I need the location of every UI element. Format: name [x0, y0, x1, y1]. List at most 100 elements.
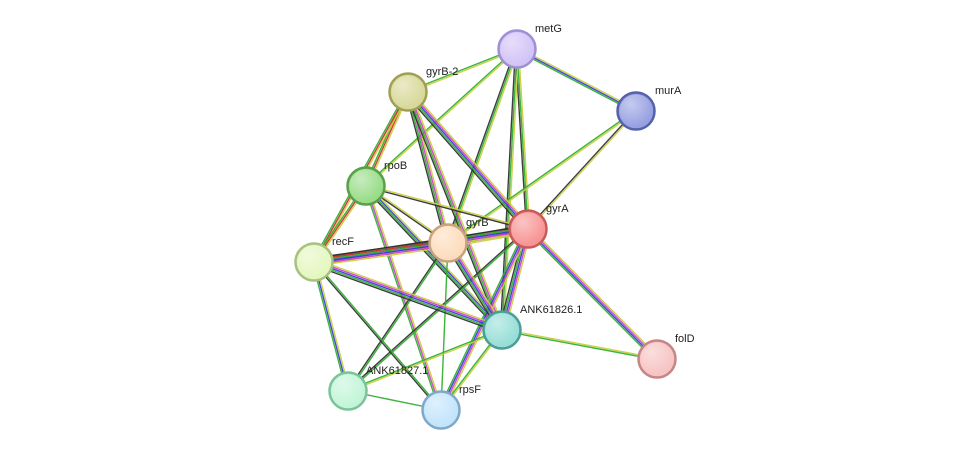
edge-evidence-line — [440, 242, 449, 411]
edge-evidence-line — [448, 49, 520, 244]
edge-evidence-line — [502, 328, 658, 359]
edge-evidence-line — [526, 109, 636, 229]
node-label: gyrB — [466, 217, 489, 229]
edge-evidence-line — [312, 262, 441, 411]
edge-recF-rpsF[interactable] — [312, 261, 443, 411]
edge-evidence-line — [314, 243, 449, 264]
edge-metG-murA[interactable] — [515, 46, 638, 114]
edge-evidence-line — [406, 92, 448, 244]
node-highlight — [485, 313, 519, 347]
node-ANK61827.1[interactable]: ANK61827.1 — [328, 365, 429, 411]
edge-evidence-line — [313, 261, 349, 392]
node-label: recF — [332, 236, 354, 248]
edge-evidence-line — [502, 49, 520, 331]
edge-murA-gyrA[interactable] — [526, 109, 638, 231]
node-highlight — [511, 212, 545, 246]
edge-evidence-line — [348, 330, 503, 393]
edge-evidence-line — [406, 92, 502, 331]
edge-evidence-line — [314, 244, 449, 266]
edge-evidence-line — [346, 242, 448, 391]
node-highlight — [331, 374, 365, 408]
edge-evidence-line — [517, 46, 638, 111]
node-highlight — [349, 169, 383, 203]
edge-rpoB-gyrA[interactable] — [365, 184, 529, 231]
edge-evidence-line — [313, 241, 448, 262]
edge-evidence-line — [439, 228, 528, 410]
node-recF[interactable]: recF — [294, 236, 355, 282]
node-label: ANK61827.1 — [366, 365, 428, 377]
edge-gyrB-rpsF[interactable] — [440, 242, 449, 411]
edge-evidence-line — [516, 48, 529, 230]
edge-murA-gyrB[interactable] — [447, 109, 637, 245]
node-rpsF[interactable]: rpsF — [421, 384, 482, 430]
edge-evidence-line — [407, 91, 529, 230]
edge-evidence-line — [448, 111, 637, 245]
edge-ANK61826.1-ANK61827.1[interactable] — [347, 328, 503, 393]
edge-gyrA-folD[interactable] — [525, 226, 660, 362]
edge-evidence-line — [501, 330, 657, 361]
edge-evidence-line — [363, 187, 501, 333]
edge-evidence-line — [406, 92, 528, 231]
node-label: folD — [675, 333, 695, 345]
edge-evidence-line — [314, 259, 503, 330]
node-highlight — [500, 32, 534, 66]
edge-evidence-line — [366, 185, 444, 410]
edge-evidence-line — [408, 90, 530, 229]
node-gyrB-2[interactable]: gyrB-2 — [388, 66, 459, 112]
edge-evidence-line — [363, 186, 441, 411]
edge-gyrB-recF[interactable] — [313, 238, 449, 267]
edge-evidence-line — [517, 48, 531, 229]
edge-evidence-line — [365, 186, 528, 231]
edge-recF-ANK61826.1[interactable] — [312, 258, 504, 334]
edge-evidence-line — [405, 92, 501, 332]
edge-evidence-line — [515, 49, 636, 114]
edges-layer — [311, 46, 660, 412]
node-highlight — [297, 245, 331, 279]
edge-metG-rpoB[interactable] — [364, 47, 519, 188]
edge-evidence-line — [529, 226, 660, 358]
node-metG[interactable]: metG — [497, 23, 562, 69]
edge-evidence-line — [516, 48, 637, 112]
edge-evidence-line — [313, 239, 448, 261]
edge-recF-ANK61827.1[interactable] — [311, 261, 351, 392]
node-highlight — [640, 342, 674, 376]
node-label: metG — [535, 23, 562, 35]
edge-evidence-line — [313, 238, 448, 259]
edge-evidence-line — [347, 328, 502, 391]
edge-evidence-line — [314, 258, 504, 328]
edge-evidence-line — [314, 261, 443, 410]
node-label: gyrB-2 — [426, 66, 458, 78]
edge-evidence-line — [528, 111, 638, 231]
edge-evidence-line — [528, 227, 659, 359]
edge-evidence-line — [405, 93, 527, 232]
edge-evidence-line — [525, 230, 656, 362]
node-gyrB[interactable]: gyrB — [428, 217, 489, 263]
node-ANK61826.1[interactable]: ANK61826.1 — [482, 304, 583, 350]
node-label: rpoB — [384, 160, 407, 172]
node-label: ANK61826.1 — [520, 304, 582, 316]
node-gyrA[interactable]: gyrA — [508, 203, 570, 249]
edge-evidence-line — [313, 261, 503, 331]
edge-evidence-line — [313, 262, 502, 333]
node-folD[interactable]: folD — [637, 333, 695, 379]
edge-evidence-line — [409, 90, 505, 330]
edge-evidence-line — [314, 246, 449, 267]
edge-evidence-line — [409, 89, 531, 228]
edge-evidence-line — [364, 186, 502, 332]
node-highlight — [391, 75, 425, 109]
edge-evidence-line — [311, 262, 348, 392]
nodes-layer: metG murA gyrB-2 rpoB gyrA gyrB recF ANK61826.1… — [294, 23, 695, 430]
node-rpoB[interactable]: rpoB — [346, 160, 408, 206]
edge-gyrB-ANK61827.1[interactable] — [346, 242, 450, 392]
node-murA[interactable]: murA — [616, 85, 682, 131]
edge-evidence-line — [447, 109, 636, 243]
edge-evidence-line — [348, 243, 450, 392]
edge-rpoB-ANK61826.1[interactable] — [363, 183, 505, 333]
edge-ANK61826.1-folD[interactable] — [501, 328, 658, 361]
node-highlight — [424, 393, 458, 427]
edge-gyrB-2-gyrA[interactable] — [405, 89, 531, 232]
edge-evidence-line — [312, 264, 502, 334]
edge-evidence-line — [314, 261, 351, 391]
node-label: murA — [655, 85, 682, 97]
